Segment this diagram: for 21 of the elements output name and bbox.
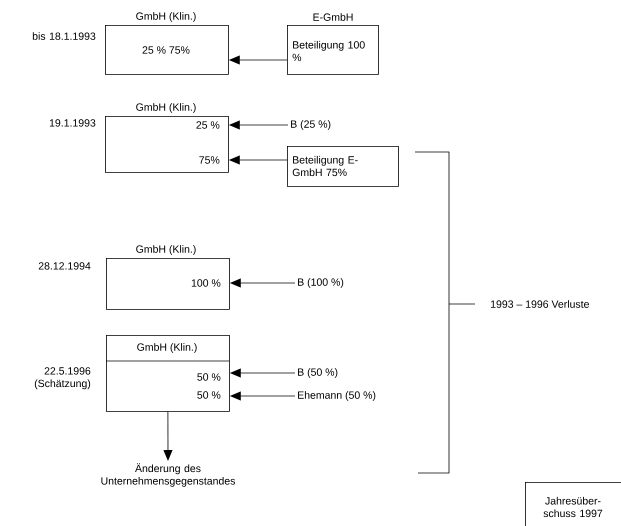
party-label: B (25 %) (291, 120, 330, 130)
company-box: GmbH (Klin.) 100 % (106, 245, 230, 310)
date-label: 22.5.1996 (Schätzung) (34, 367, 90, 390)
bracket-label: 1993 – 1996 Verluste (491, 300, 589, 308)
date-label: 28.12.1994 (38, 262, 90, 270)
company-box: GmbH (Klin.) 25 % 75% (105, 103, 229, 173)
date-label: 19.1.1993 (50, 119, 96, 127)
outcome-text: Änderung des Unternehmensgegenstandes (101, 463, 236, 487)
date-label: bis 18.1.1993 (32, 32, 96, 40)
text-box: Beteiligung E-GmbH 75% (287, 146, 399, 187)
company-box: GmbH (Klin.) 25 % 75% (105, 12, 229, 75)
node-label: E-GmbH (313, 13, 353, 21)
company-box: GmbH (Klin.) 50 % 50 % (106, 335, 230, 412)
party-label: B (100 %) (298, 278, 344, 288)
text-box: Jahresüber- schuss 1997 (525, 482, 621, 526)
node-label: GmbH (Klin.) (136, 12, 196, 22)
node-label: GmbH (Klin.) (136, 245, 196, 255)
party-label: Ehemann (50 %) (298, 391, 376, 401)
company-box: E-GmbH Beteiligung 100 % (287, 13, 379, 75)
node-label: GmbH (Klin.) (136, 103, 196, 113)
party-label: B (50 %) (298, 368, 338, 378)
